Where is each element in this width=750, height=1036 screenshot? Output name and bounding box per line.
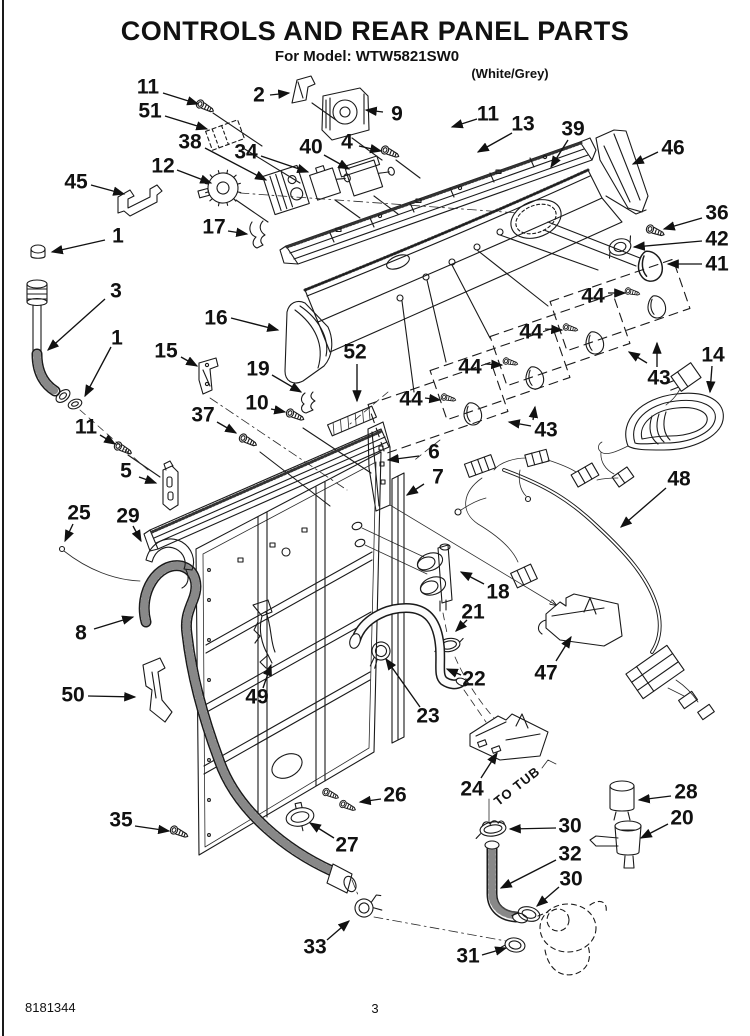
part-callout-11: 11	[476, 102, 500, 126]
part-callout-15: 15	[154, 339, 178, 363]
part-callout-52: 52	[343, 340, 367, 364]
part-callout-44: 44	[458, 355, 482, 379]
part-callout-11: 11	[136, 75, 160, 99]
part-callout-30: 30	[558, 814, 582, 838]
part-callout-4: 4	[341, 130, 353, 154]
part-callout-13: 13	[511, 112, 535, 136]
part-callout-10: 10	[245, 391, 269, 415]
page-title: CONTROLS AND REAR PANEL PARTS	[120, 16, 630, 46]
part-callout-18: 18	[486, 580, 510, 604]
part-callout-32: 32	[558, 842, 582, 866]
part-callout-11: 11	[74, 415, 98, 439]
part-callout-19: 19	[246, 357, 270, 381]
part-callout-8: 8	[75, 621, 87, 645]
page-border	[2, 0, 4, 1036]
page-number: 3	[371, 1001, 379, 1016]
part-callout-42: 42	[705, 227, 729, 251]
part-callout-9: 9	[391, 102, 403, 126]
part-callout-44: 44	[581, 284, 605, 308]
part-callout-26: 26	[383, 783, 407, 807]
part-callout-48: 48	[667, 467, 691, 491]
model-number: For Model: WTW5821SW0	[274, 48, 460, 65]
part-callout-14: 14	[701, 343, 725, 367]
part-callout-44: 44	[519, 320, 543, 344]
part-callout-1: 1	[111, 326, 123, 350]
part-callout-45: 45	[64, 170, 88, 194]
part-callout-23: 23	[416, 704, 440, 728]
part-callout-21: 21	[461, 600, 485, 624]
part-callout-2: 2	[253, 83, 265, 107]
part-callout-35: 35	[109, 808, 133, 832]
part-callout-16: 16	[204, 306, 228, 330]
part-callout-20: 20	[670, 806, 694, 830]
to-tub-label: TO TUB	[491, 763, 543, 809]
part-callout-46: 46	[661, 136, 685, 160]
part-callout-40: 40	[299, 135, 323, 159]
part-callout-5: 5	[120, 459, 132, 483]
part-callout-22: 22	[462, 667, 486, 691]
document-number: 8181344	[25, 1000, 76, 1015]
finish-color: (White/Grey)	[471, 66, 549, 81]
part-callout-43: 43	[647, 366, 671, 390]
part-callout-38: 38	[178, 130, 202, 154]
part-callout-12: 12	[151, 154, 175, 178]
part-callout-50: 50	[61, 683, 85, 707]
part-callout-41: 41	[705, 252, 729, 276]
part-callout-43: 43	[534, 418, 558, 442]
part-callout-51: 51	[138, 99, 162, 123]
part-callout-7: 7	[432, 465, 444, 489]
part-callout-39: 39	[561, 117, 585, 141]
part-callout-17: 17	[202, 215, 226, 239]
part-callout-31: 31	[456, 944, 480, 968]
part-callout-28: 28	[674, 780, 698, 804]
part-callout-33: 33	[303, 935, 327, 959]
part-callout-37: 37	[191, 403, 215, 427]
part-callout-29: 29	[116, 504, 140, 528]
part-callout-34: 34	[234, 140, 258, 164]
part-callout-3: 3	[110, 279, 122, 303]
part-callout-30: 30	[559, 867, 583, 891]
part-callout-6: 6	[428, 440, 440, 464]
part-callout-1: 1	[112, 224, 124, 248]
part-callout-44: 44	[399, 387, 423, 411]
part-callout-25: 25	[67, 501, 91, 525]
part-callout-36: 36	[705, 201, 729, 225]
part-callout-47: 47	[534, 661, 558, 685]
part-callout-24: 24	[460, 777, 484, 801]
part-callout-49: 49	[245, 685, 269, 709]
part-callout-27: 27	[335, 833, 359, 857]
